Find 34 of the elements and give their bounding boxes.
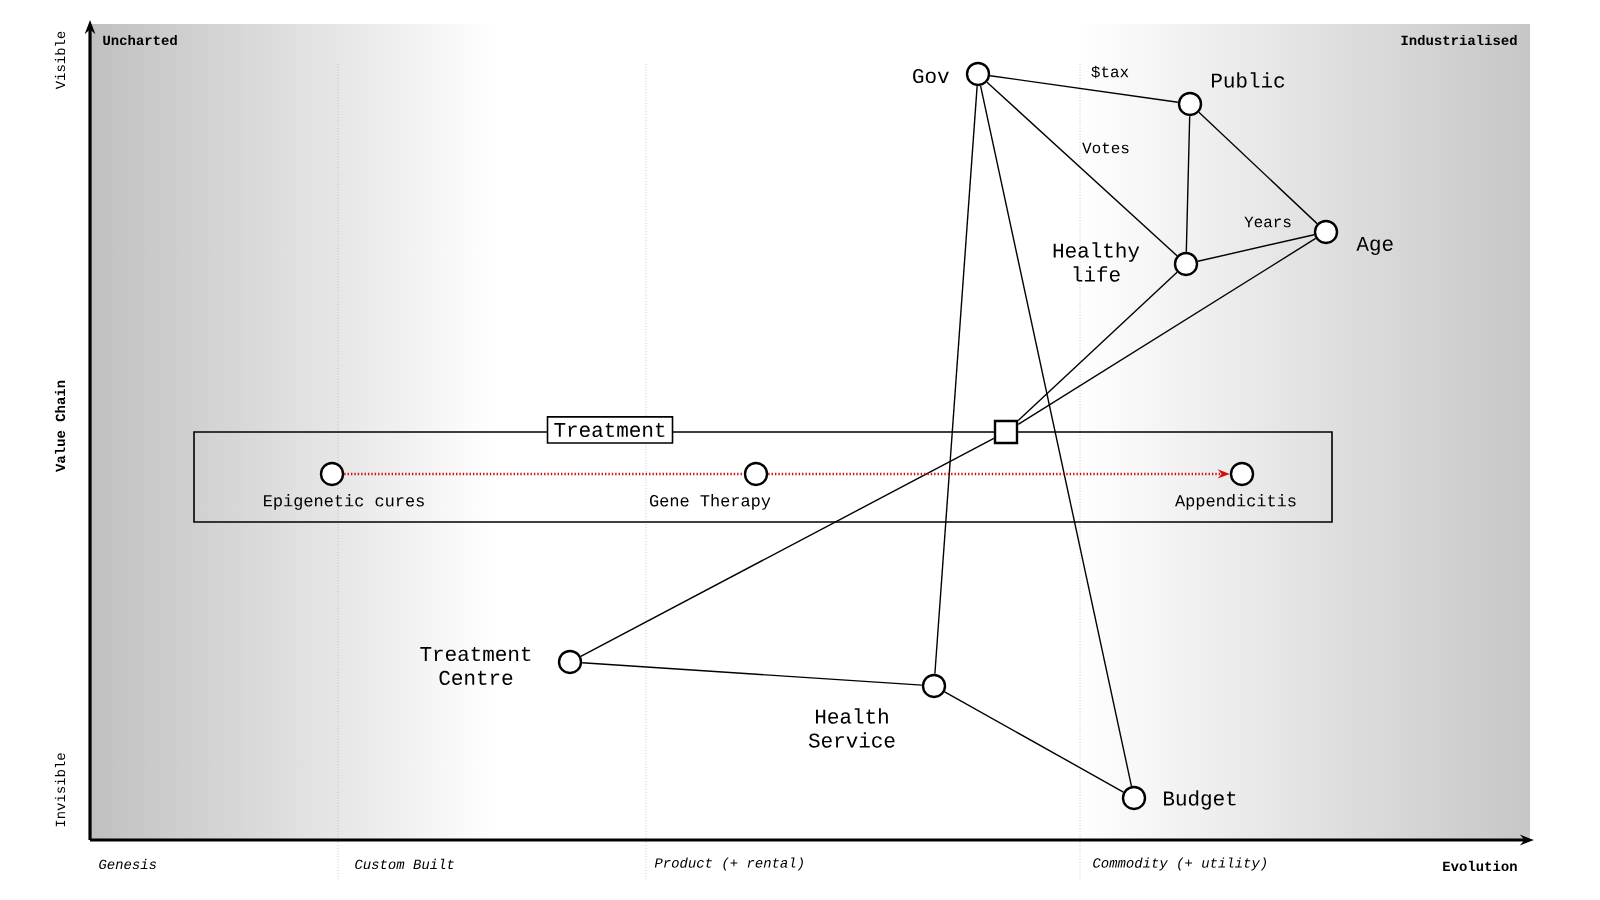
node-label: Public xyxy=(1212,72,1285,88)
connector xyxy=(344,472,744,476)
node-label: Health Service xyxy=(808,708,895,748)
node-label: Healthy life xyxy=(1053,242,1140,282)
component: Age xyxy=(1313,219,1393,256)
component: Healthy life xyxy=(1053,242,1199,282)
connector xyxy=(989,75,1179,103)
connector xyxy=(943,691,1125,793)
node-label: Gene Therapy xyxy=(649,494,771,510)
connector xyxy=(1197,234,1315,262)
component: Appendicitis xyxy=(1175,461,1296,510)
component: Health Service xyxy=(808,673,947,748)
connector xyxy=(1017,237,1317,426)
connector xyxy=(979,85,1133,787)
component: Gene Therapy xyxy=(649,461,771,510)
component: Epigenetic cures xyxy=(264,461,424,510)
node-label: Appendicitis xyxy=(1175,494,1296,510)
node-label: Gov xyxy=(913,68,949,84)
connector xyxy=(580,437,995,657)
node-label: Age xyxy=(1356,236,1393,256)
connector xyxy=(986,81,1178,257)
node-label: Treatment Centre xyxy=(420,646,531,686)
component: Treatment Centre xyxy=(420,646,583,685)
component: Public xyxy=(1177,72,1285,117)
component: Budget xyxy=(1121,785,1236,811)
connector xyxy=(934,85,978,675)
node-label: Epigenetic cures xyxy=(264,494,424,510)
square-marker xyxy=(993,419,1019,445)
component: Gov xyxy=(913,61,991,87)
connector xyxy=(1198,111,1318,225)
connector xyxy=(1017,271,1178,422)
connector xyxy=(1185,115,1191,253)
connector xyxy=(581,662,923,686)
node-label: Budget xyxy=(1164,790,1236,810)
